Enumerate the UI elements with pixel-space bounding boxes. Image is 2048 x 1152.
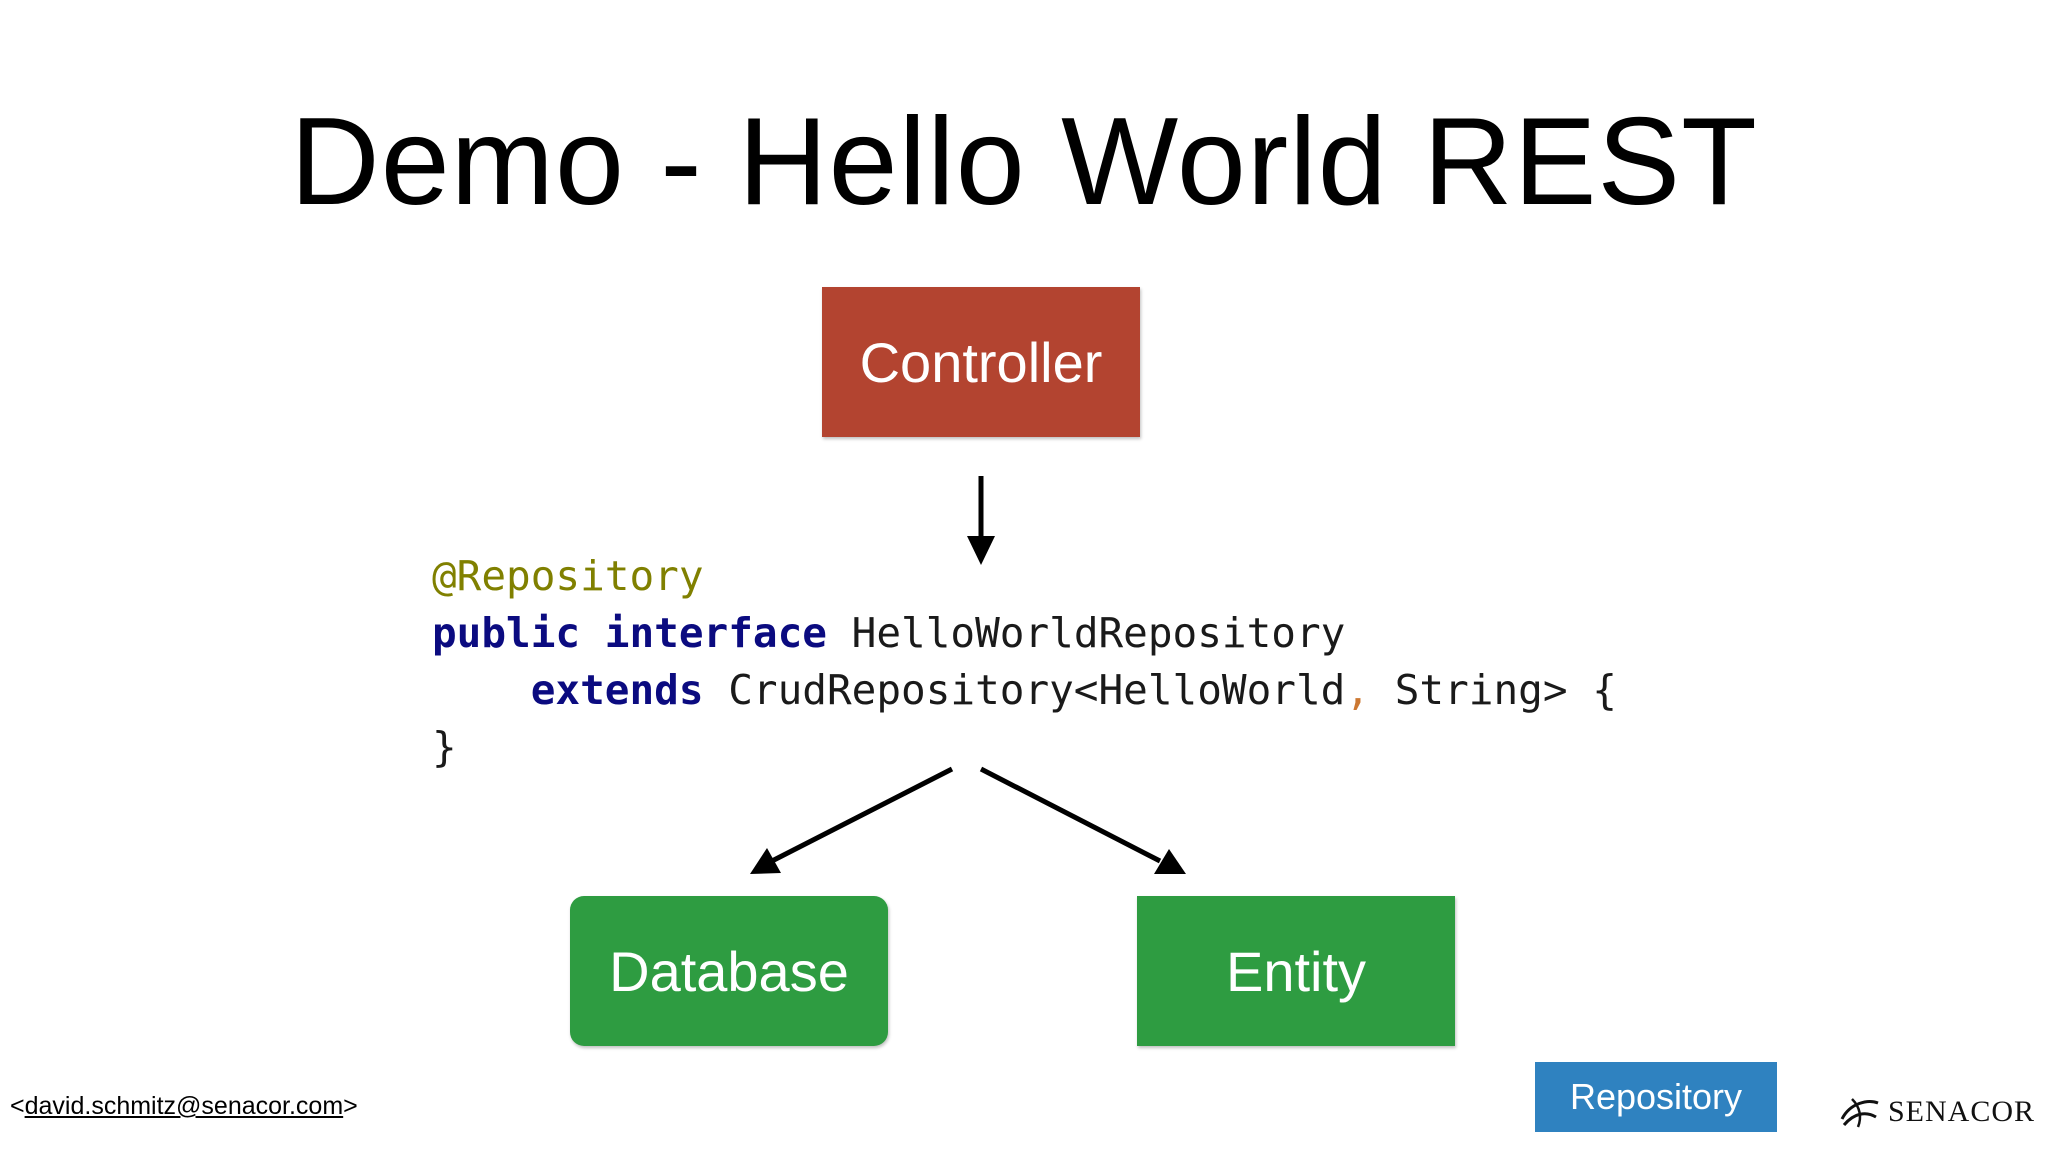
senacor-logo: SENACOR (1838, 1090, 2035, 1134)
entity-node: Entity (1137, 896, 1455, 1046)
code-interface-name: HelloWorldRepository (851, 609, 1346, 657)
code-extends-rest: String> { (1370, 666, 1617, 714)
controller-node: Controller (822, 287, 1140, 437)
section-badge-label: Repository (1569, 1076, 1743, 1117)
senacor-logo-icon (1840, 1098, 1879, 1128)
arrow-repository-to-database (750, 766, 954, 874)
email-link[interactable]: david.schmitz@senacor.com (24, 1092, 344, 1120)
database-node: Database (570, 896, 888, 1046)
database-label: Database (609, 939, 849, 1003)
section-badge: Repository (1535, 1062, 1777, 1132)
senacor-logo-text: SENACOR (1888, 1095, 2036, 1128)
code-keyword-interface: interface (604, 609, 827, 657)
email-close-bracket: > (343, 1092, 358, 1120)
arrow-repository-to-entity (979, 766, 1186, 874)
controller-label: Controller (859, 330, 1103, 394)
repository-code-snippet: @Repository public interface HelloWorldR… (432, 548, 1617, 776)
code-annotation: @Repository (432, 552, 704, 600)
code-comma: , (1345, 666, 1371, 714)
arrow-controller-to-repository (967, 476, 995, 565)
author-email: <david.schmitz@senacor.com> (10, 1092, 358, 1121)
code-keyword-extends: extends (530, 666, 704, 714)
code-closing-brace: } (432, 723, 457, 771)
entity-label: Entity (1225, 939, 1367, 1003)
code-extends-type: CrudRepository<HelloWorld (728, 666, 1346, 714)
slide-title: Demo - Hello World REST (290, 93, 1758, 231)
code-keyword-public: public (432, 609, 581, 657)
email-open-bracket: < (10, 1092, 25, 1120)
